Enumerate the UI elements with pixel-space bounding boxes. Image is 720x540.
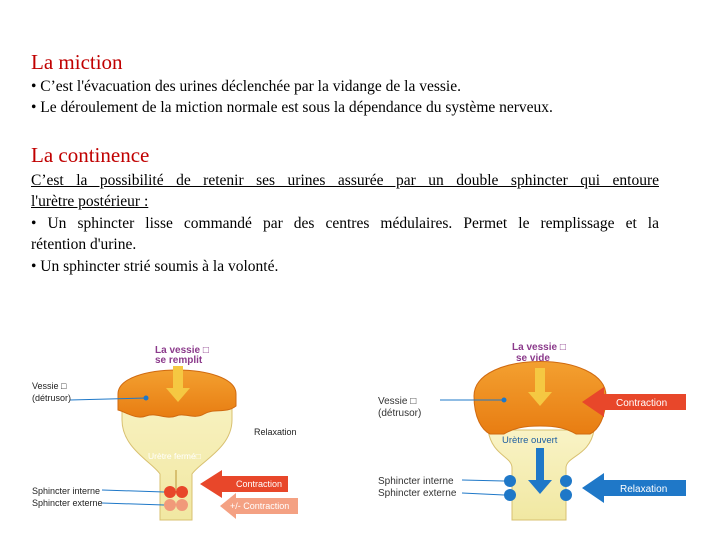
left-label-sphincter-interne: Sphincter interne	[32, 486, 100, 496]
left-caption-line-2: se remplit	[155, 355, 203, 366]
continence-bullet-2: • Un sphincter strié soumis à la volonté…	[31, 258, 279, 275]
left-fill-arrow-head	[166, 388, 190, 402]
right-sphincter-interne-l	[504, 475, 516, 487]
right-label-sphincter-interne: Sphincter interne	[378, 476, 454, 487]
left-label-vessie: Vessie □	[32, 381, 67, 391]
left-label-sphincter-externe: Sphincter externe	[32, 498, 103, 508]
right-fill-arrow-shaft	[535, 368, 545, 394]
left-contraction-arrow	[200, 470, 288, 498]
right-caption-line-2: se vide	[516, 353, 550, 364]
right-figure	[440, 361, 686, 521]
miction-bullet-2: • Le déroulement de la miction normale e…	[31, 99, 553, 116]
continence-intro-line-1: C’est la possibilité de retenir ses urin…	[31, 172, 659, 189]
heading-continence: La continence	[31, 143, 150, 167]
miction-bullet-1: • C’est l'évacuation des urines déclench…	[31, 78, 461, 95]
heading-miction: La miction	[31, 50, 123, 74]
right-flow-arrow-head	[528, 480, 552, 494]
left-sphincter-externe-r	[176, 499, 188, 511]
right-label-sphincter-externe: Sphincter externe	[378, 488, 457, 499]
left-sphincter-externe-l	[164, 499, 176, 511]
right-relaxation-arrow	[582, 473, 686, 503]
left-label-uretre: Urètre fermé□	[148, 451, 201, 461]
right-flow-arrow-shaft	[536, 448, 544, 482]
right-fill-arrow-head	[528, 392, 552, 406]
left-arrow-contraction-label: Contraction	[236, 479, 282, 489]
right-arrow-contraction-label: Contraction	[616, 398, 667, 409]
right-label-vessie: Vessie □	[378, 396, 416, 407]
left-figure	[69, 366, 298, 521]
left-arrow-contraction2-label: +/- Contraction	[230, 501, 289, 511]
continence-intro-line-2: l'urètre postérieur :	[31, 193, 149, 210]
left-contraction2-arrow	[220, 493, 298, 519]
right-label-detrusor: (détrusor)	[378, 408, 421, 419]
left-caption-line-1: La vessie □	[155, 345, 209, 356]
left-label-detrusor: (détrusor)	[32, 393, 71, 403]
continence-bullet-1-line-2: rétention d'urine.	[31, 236, 137, 253]
right-contraction-arrow	[582, 387, 686, 417]
left-sphincter-interne-l	[164, 486, 176, 498]
left-label-relaxation: Relaxation	[254, 427, 297, 437]
right-sphincter-interne-r	[560, 475, 572, 487]
left-fill-arrow-shaft	[173, 366, 183, 390]
continence-bullet-1-line-1: • Un sphincter lisse commandé par des ce…	[31, 215, 659, 232]
left-sphincter-interne-r	[176, 486, 188, 498]
right-sphincter-externe-l	[504, 489, 516, 501]
right-arrow-relaxation-label: Relaxation	[620, 484, 667, 495]
right-caption-line-1: La vessie □	[512, 342, 566, 353]
right-sphincter-externe-r	[560, 489, 572, 501]
right-label-uretre: Urètre ouvert	[502, 435, 558, 446]
